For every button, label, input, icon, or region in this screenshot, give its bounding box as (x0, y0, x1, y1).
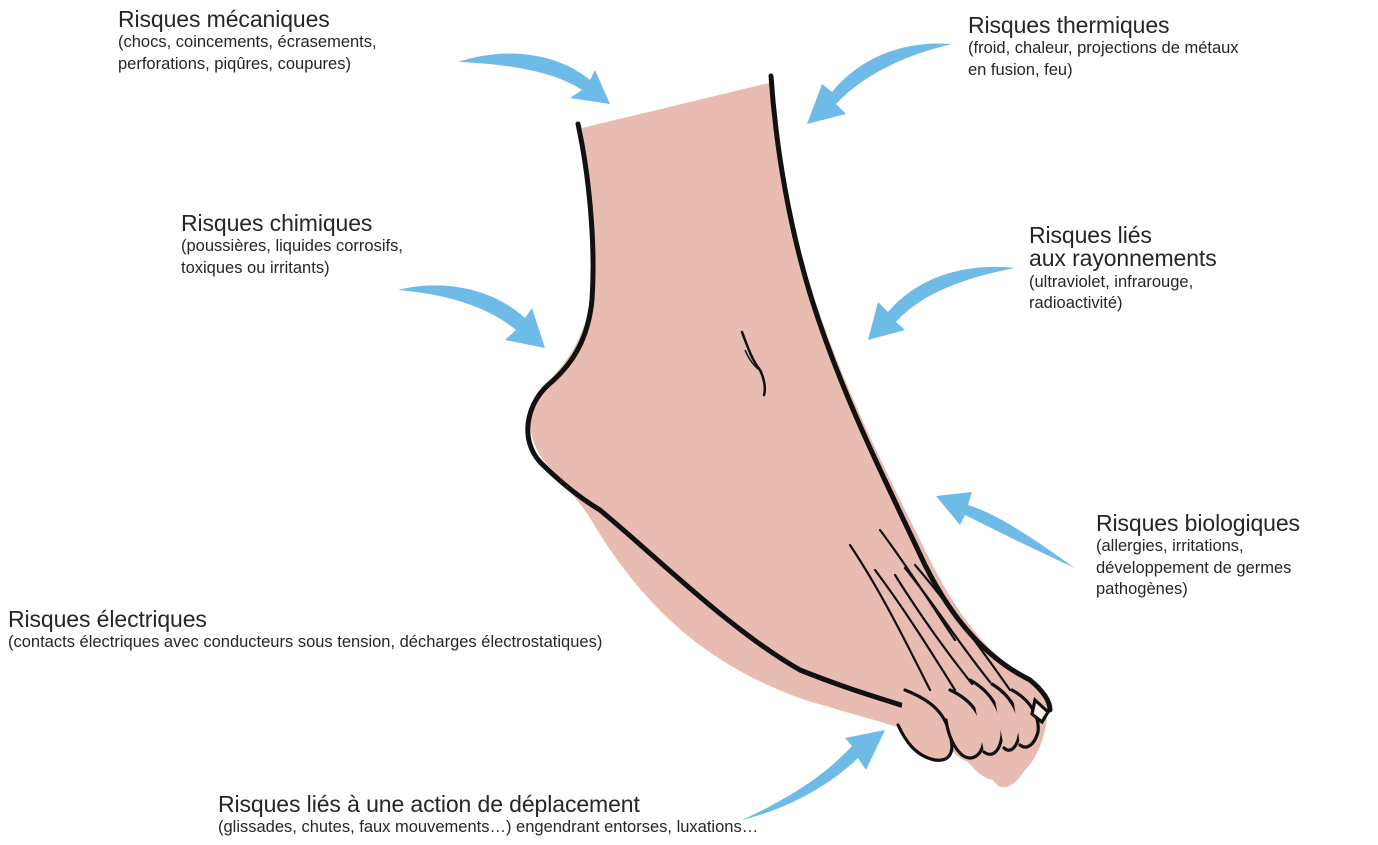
risk-title: Risques biologiques (1096, 510, 1300, 536)
risk-detail: (contacts électriques avec conducteurs s… (8, 632, 602, 653)
risk-title: Risques électriques (8, 606, 602, 632)
risk-detail: (allergies, irritations, développement d… (1096, 536, 1300, 600)
risk-title: Risques liés à une action de déplacement (218, 791, 758, 817)
risk-detail: (froid, chaleur, projections de métaux e… (968, 38, 1239, 81)
label-risques-biologiques: Risques biologiques (allergies, irritati… (1096, 510, 1300, 601)
label-risques-electriques: Risques électriques (contacts électrique… (8, 606, 602, 654)
arrow-rayonnements (868, 267, 1015, 340)
arrow-mecaniques (458, 54, 610, 104)
risk-title: Risques thermiques (968, 12, 1239, 38)
label-risques-chimiques: Risques chimiques (poussières, liquides … (181, 210, 403, 279)
arrow-chimiques (398, 285, 545, 348)
label-risques-thermiques: Risques thermiques (froid, chaleur, proj… (968, 12, 1239, 81)
risk-title: Risques mécaniques (118, 6, 377, 32)
label-risques-mecaniques: Risques mécaniques (chocs, coincements, … (118, 6, 377, 75)
risk-title: Risques liés aux rayonnements (1029, 224, 1217, 270)
risk-title: Risques chimiques (181, 210, 403, 236)
arrow-thermiques (807, 43, 952, 124)
arrow-biologiques (936, 492, 1075, 568)
foot-illustration (528, 76, 1050, 787)
risk-detail: (chocs, coincements, écrasements, perfor… (118, 32, 377, 75)
risk-detail: (poussières, liquides corrosifs, toxique… (181, 236, 403, 279)
label-risques-deplacement: Risques liés à une action de déplacement… (218, 791, 758, 839)
risk-detail: (glissades, chutes, faux mouvements…) en… (218, 817, 758, 838)
label-risques-rayonnements: Risques liés aux rayonnements (ultraviol… (1029, 224, 1217, 315)
risk-detail: (ultraviolet, infrarouge, radioactivité) (1029, 272, 1217, 315)
arrow-deplacement (742, 730, 885, 820)
